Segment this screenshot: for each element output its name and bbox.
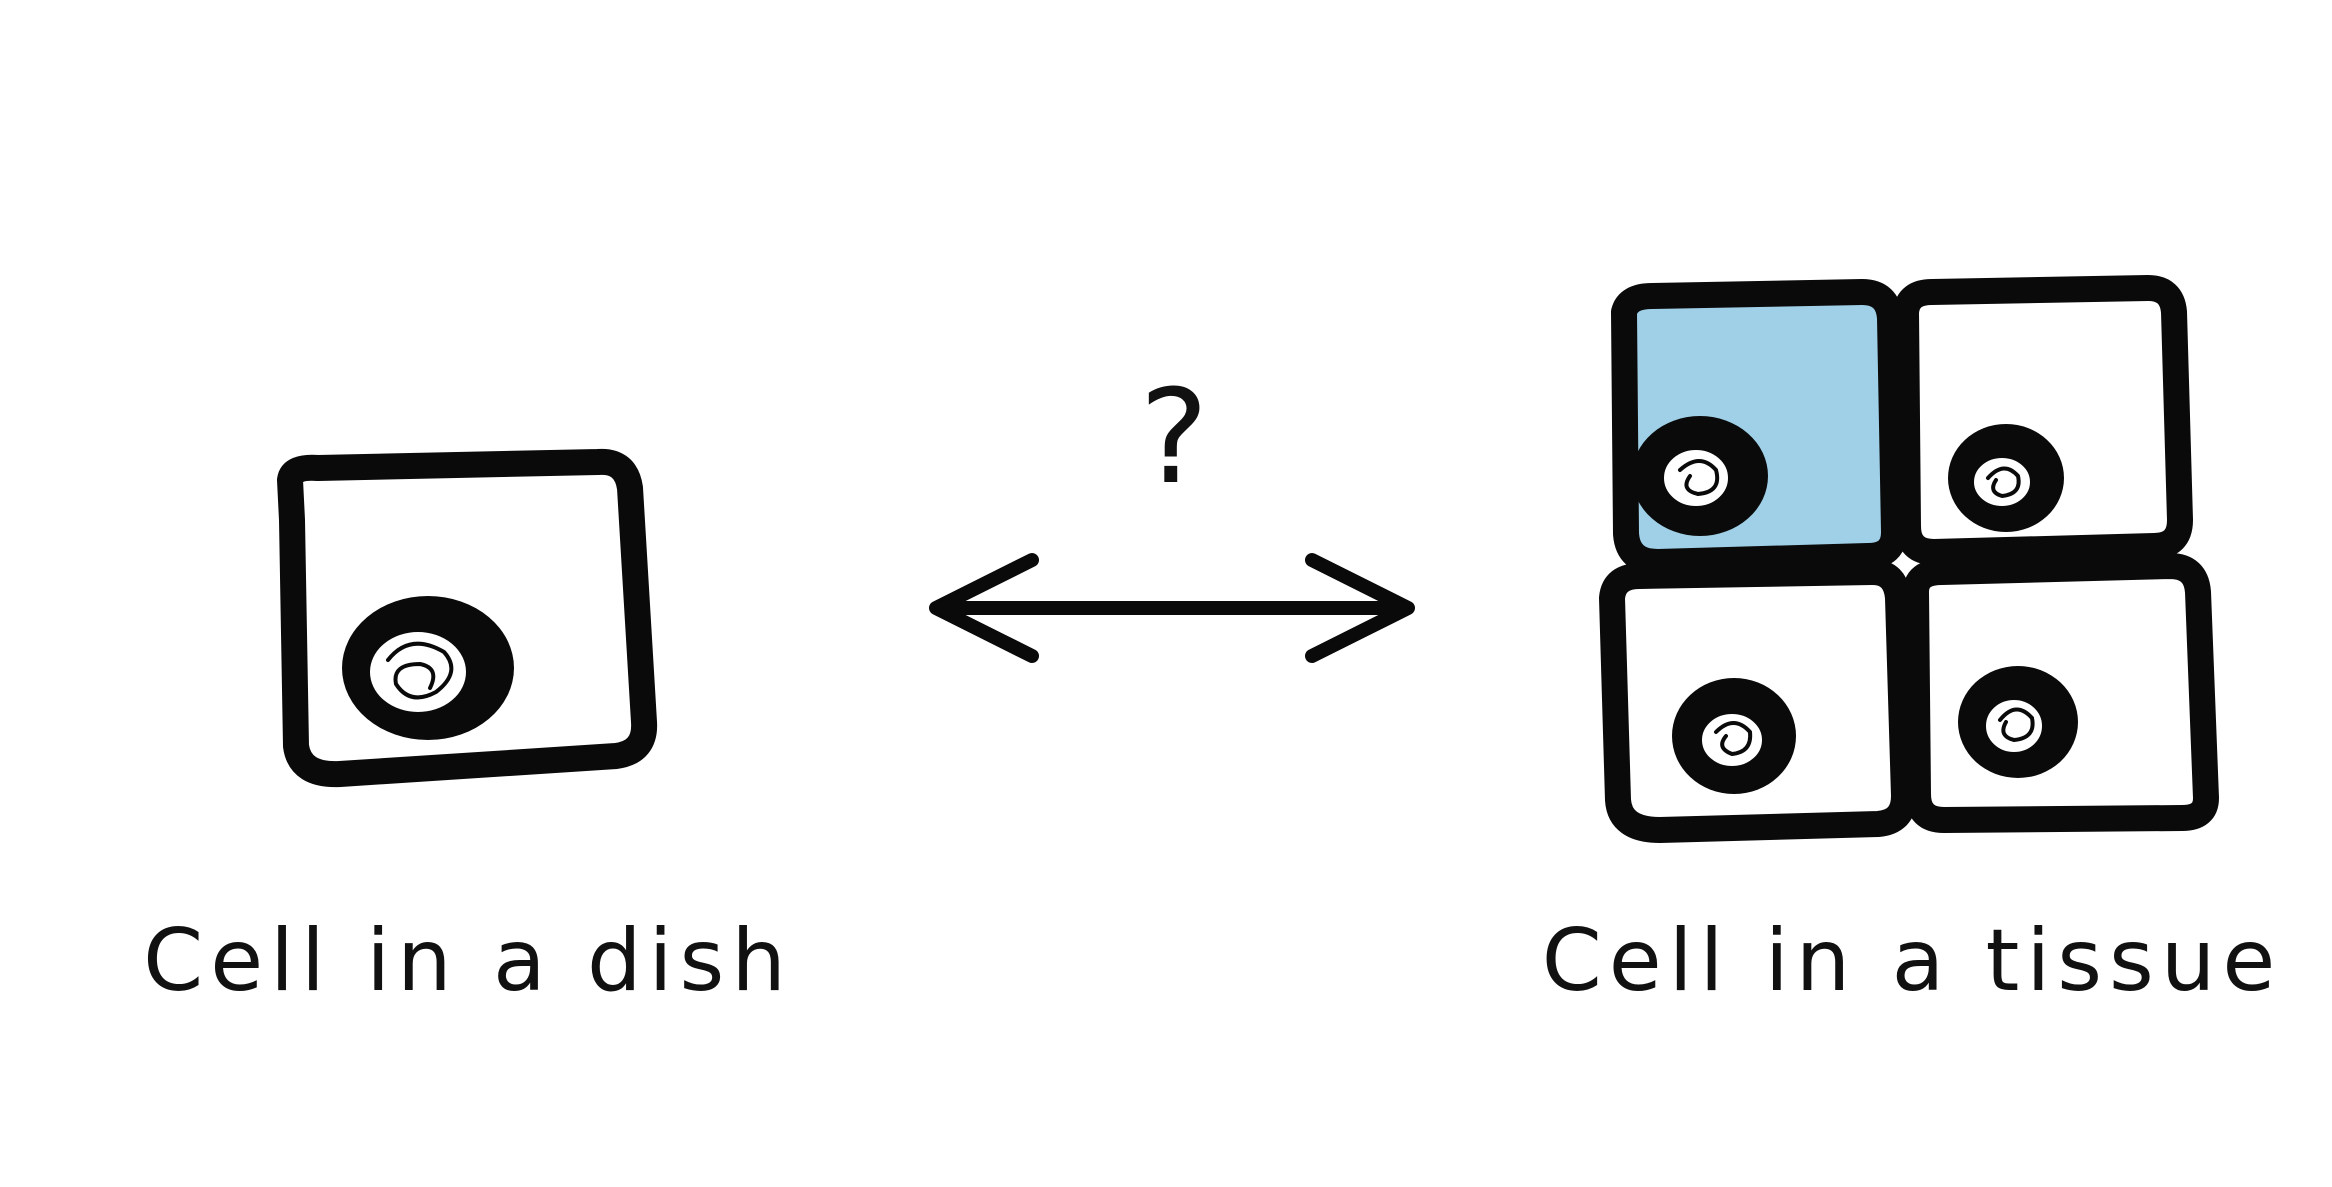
tissue-cell xyxy=(1599,559,1917,843)
tissue-grid xyxy=(1599,275,2219,843)
question-mark: ? xyxy=(1140,361,1209,513)
tissue-cell-nucleus xyxy=(1672,678,1796,794)
tissue-cell-nucleus xyxy=(1632,416,1768,536)
single-cell-nucleus xyxy=(342,596,514,740)
double-arrow-icon xyxy=(929,553,1415,663)
tissue-cell-highlighted xyxy=(1611,279,1907,575)
tissue-cell-nucleus xyxy=(1958,666,2078,778)
tissue-cell-nucleus xyxy=(1948,424,2064,532)
single-cell xyxy=(277,448,658,788)
tissue-cell xyxy=(1893,275,2193,565)
right-caption: Cell in a tissue xyxy=(1542,911,2283,1011)
tissue-cell xyxy=(1903,553,2219,833)
left-caption: Cell in a dish xyxy=(143,911,793,1011)
